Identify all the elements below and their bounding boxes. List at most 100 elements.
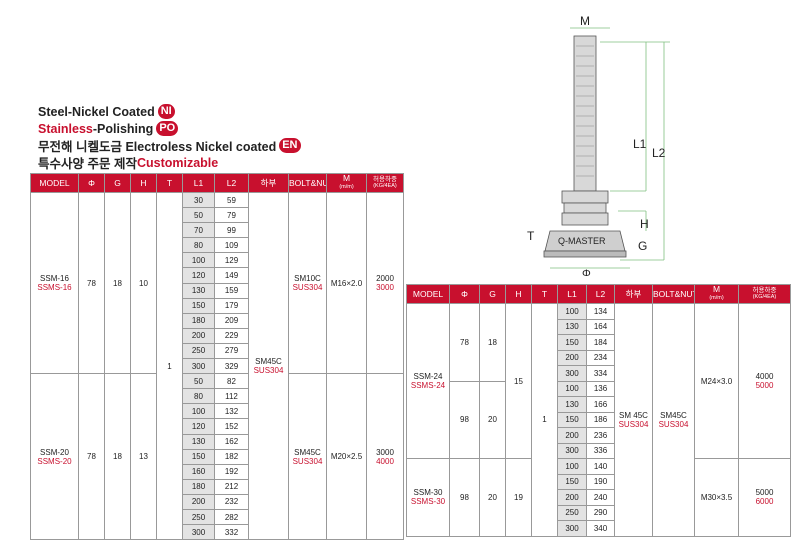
cell-l2: 279 bbox=[214, 342, 249, 360]
cell-load-stainless: 4000 bbox=[376, 456, 394, 466]
legend-red-text: Customizable bbox=[136, 155, 219, 170]
cell-l2: 212 bbox=[214, 478, 249, 495]
header-phi: Φ bbox=[78, 173, 105, 193]
header-g: G bbox=[104, 173, 131, 193]
cell-l1: 130 bbox=[182, 433, 215, 450]
legend-text: -Polishing bbox=[92, 121, 154, 136]
cell-l2: 166 bbox=[586, 396, 615, 413]
cell-l1: 100 bbox=[182, 403, 215, 420]
badge-po: PO bbox=[156, 121, 179, 136]
cell-phi: 98 bbox=[449, 458, 480, 537]
cell-m: M30×3.5 bbox=[694, 458, 739, 537]
header-l1: L1 bbox=[182, 173, 215, 193]
cell-g: 20 bbox=[479, 458, 506, 537]
cell-l1: 200 bbox=[182, 327, 215, 344]
cell-l1: 300 bbox=[182, 524, 215, 540]
cell-l1: 100 bbox=[557, 458, 587, 475]
cell-bolt-steel: SM45C bbox=[294, 447, 321, 457]
cell-g: 18 bbox=[104, 373, 131, 540]
legend-text: Steel-Nickel Coated bbox=[38, 104, 155, 119]
cell-l1: 50 bbox=[182, 207, 215, 224]
cell-model-steel: SSM-30 bbox=[413, 488, 443, 498]
cell-load-steel: 3000 bbox=[376, 447, 394, 457]
cell-phi: 98 bbox=[449, 380, 480, 459]
cell-l1: 150 bbox=[557, 473, 587, 490]
cell-phi: 78 bbox=[449, 303, 480, 382]
cell-h: 19 bbox=[505, 458, 532, 537]
cell-load-steel: 2000 bbox=[376, 274, 394, 284]
header-l1: L1 bbox=[557, 284, 587, 304]
cell-l2: 59 bbox=[214, 191, 249, 209]
cell-l1: 150 bbox=[182, 448, 215, 465]
cell-t: 1 bbox=[531, 303, 558, 537]
cell-phi: 78 bbox=[78, 373, 105, 540]
cell-l1: 250 bbox=[557, 504, 587, 521]
cell-model-steel: SSM-16 bbox=[40, 274, 69, 284]
header-l2: L2 bbox=[586, 284, 615, 304]
cell-l1: 120 bbox=[182, 418, 215, 435]
cell-t: 1 bbox=[156, 191, 183, 540]
finish-legend: Steel-Nickel Coated NI Stainless-Polishi… bbox=[38, 103, 301, 171]
cell-l1: 200 bbox=[557, 427, 587, 444]
cell-l2: 109 bbox=[214, 237, 249, 254]
cell-l2: 234 bbox=[586, 349, 615, 366]
base-brand-text: Q-MASTER bbox=[558, 236, 606, 246]
cell-l2: 186 bbox=[586, 411, 615, 428]
header-load-unit: (KG/4EA) bbox=[752, 294, 777, 300]
cell-l1: 180 bbox=[182, 478, 215, 495]
legend-electroless: 무전해 니켈도금 Electroless Nickel coated EN bbox=[38, 137, 301, 154]
header-bolt-nut: BOLT&NUT bbox=[652, 284, 695, 304]
cell-m: M16×2.0 bbox=[326, 191, 367, 375]
legend-text: 무전해 니켈도금 Electroless Nickel coated bbox=[38, 140, 277, 154]
header-lower: 하부 bbox=[614, 284, 653, 304]
cell-load-steel: 5000 bbox=[755, 488, 774, 498]
dim-phi-label: Φ bbox=[582, 268, 591, 276]
cell-model-steel: SSM-20 bbox=[40, 447, 69, 457]
cell-l2: 236 bbox=[586, 427, 615, 444]
legend-steel-nickel: Steel-Nickel Coated NI bbox=[38, 103, 301, 120]
cell-l1: 300 bbox=[182, 358, 215, 375]
cell-bolt-stainless: SUS304 bbox=[292, 456, 323, 466]
cell-g: 20 bbox=[479, 380, 506, 459]
cell-l1: 250 bbox=[182, 342, 215, 360]
cell-model-stainless: SSMS-24 bbox=[410, 381, 446, 390]
cell-l1: 150 bbox=[557, 334, 587, 351]
header-model: MODEL bbox=[406, 284, 450, 304]
legend-red-text: Stainless bbox=[38, 121, 93, 136]
header-g: G bbox=[479, 284, 506, 304]
cell-l2: 112 bbox=[214, 388, 249, 405]
dim-m-label: M bbox=[580, 14, 590, 28]
header-lower: 하부 bbox=[248, 173, 289, 193]
cell-l2: 240 bbox=[586, 489, 615, 506]
cell-l2: 192 bbox=[214, 463, 249, 480]
cell-g: 18 bbox=[479, 303, 506, 382]
header-m: M(m/m) bbox=[326, 173, 367, 193]
cell-phi: 78 bbox=[78, 191, 105, 375]
cell-lower-stainless: SUS304 bbox=[253, 366, 284, 376]
cell-l1: 130 bbox=[182, 282, 215, 299]
header-load-label: 허용하중 bbox=[373, 176, 397, 183]
legend-custom: 특수사양 주문 제작 Customizable bbox=[38, 154, 301, 172]
header-load-unit: (KG/4EA) bbox=[373, 183, 397, 189]
cell-l1: 200 bbox=[557, 489, 587, 506]
cell-load-stainless: 3000 bbox=[376, 283, 394, 293]
cell-l2: 132 bbox=[214, 403, 249, 420]
cell-g: 18 bbox=[104, 191, 131, 375]
cell-l2: 329 bbox=[214, 358, 249, 375]
cell-l2: 282 bbox=[214, 508, 249, 526]
header-bolt-nut: BOLT&NUT bbox=[288, 173, 327, 193]
